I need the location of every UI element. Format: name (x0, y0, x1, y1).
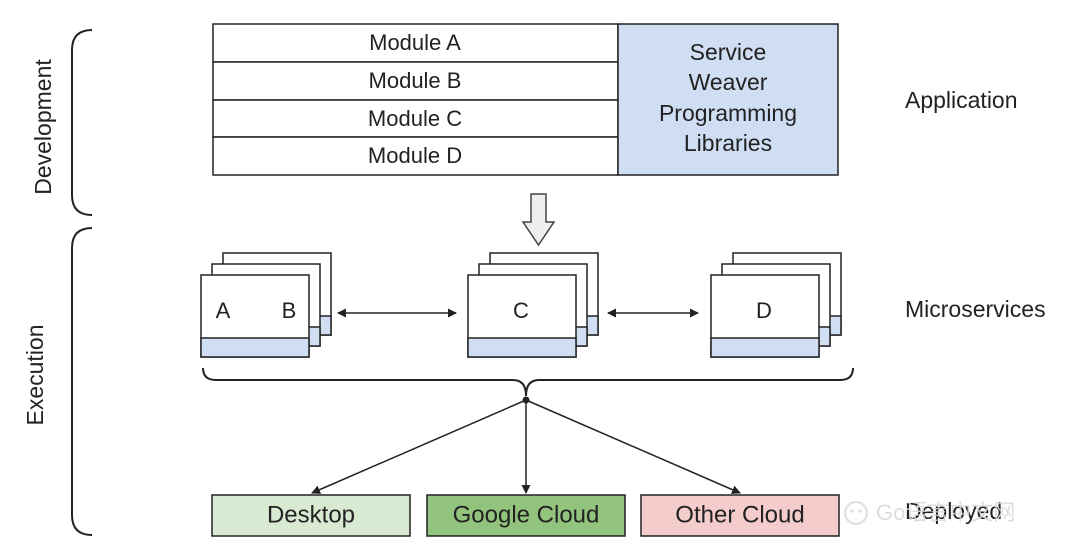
service-a-label: A (216, 298, 231, 323)
target-other-cloud: Other Cloud (640, 494, 840, 537)
target-google-cloud: Google Cloud (426, 494, 626, 537)
development-brace (71, 29, 93, 216)
microservice-group-d: D (710, 252, 842, 358)
module-c-label: Module C (368, 106, 462, 131)
library-line-3: Programming (659, 100, 797, 126)
service-d-label: D (756, 298, 772, 323)
module-a-label: Module A (369, 30, 461, 55)
service-b-label: B (282, 298, 297, 323)
application-label: Application (905, 87, 1018, 113)
deploy-arrow-other-cloud (525, 399, 741, 494)
microservices-label: Microservices (905, 296, 1046, 322)
other-cloud-label: Other Cloud (675, 501, 804, 528)
microservice-group-c: C (467, 252, 599, 358)
execution-label: Execution (22, 324, 48, 425)
execution-brace (71, 227, 93, 536)
watermark-text: Go语言中文网 (876, 500, 1015, 525)
library-line-2: Weaver (689, 69, 768, 95)
google-cloud-label: Google Cloud (453, 501, 600, 528)
modules-table: Module A Module B Module C Module D (212, 23, 619, 176)
deployed-label: Deployed (905, 498, 1002, 524)
service-weaver-libraries: Service Weaver Programming Libraries (617, 23, 839, 176)
microservice-group-ab: A B (200, 252, 332, 358)
target-desktop: Desktop (211, 494, 411, 537)
library-line-4: Libraries (684, 130, 772, 156)
microservices-brace (202, 367, 854, 397)
service-c-label: C (513, 298, 529, 323)
deploy-arrow-desktop (311, 399, 527, 494)
module-b-label: Module B (369, 68, 462, 93)
development-label: Development (30, 59, 56, 195)
compile-down-arrow (521, 193, 556, 247)
desktop-label: Desktop (267, 501, 355, 528)
library-line-1: Service (690, 39, 767, 65)
wechat-icon (844, 501, 868, 525)
module-d-label: Module D (368, 143, 462, 168)
watermark: Go语言中文网 (844, 500, 1015, 525)
